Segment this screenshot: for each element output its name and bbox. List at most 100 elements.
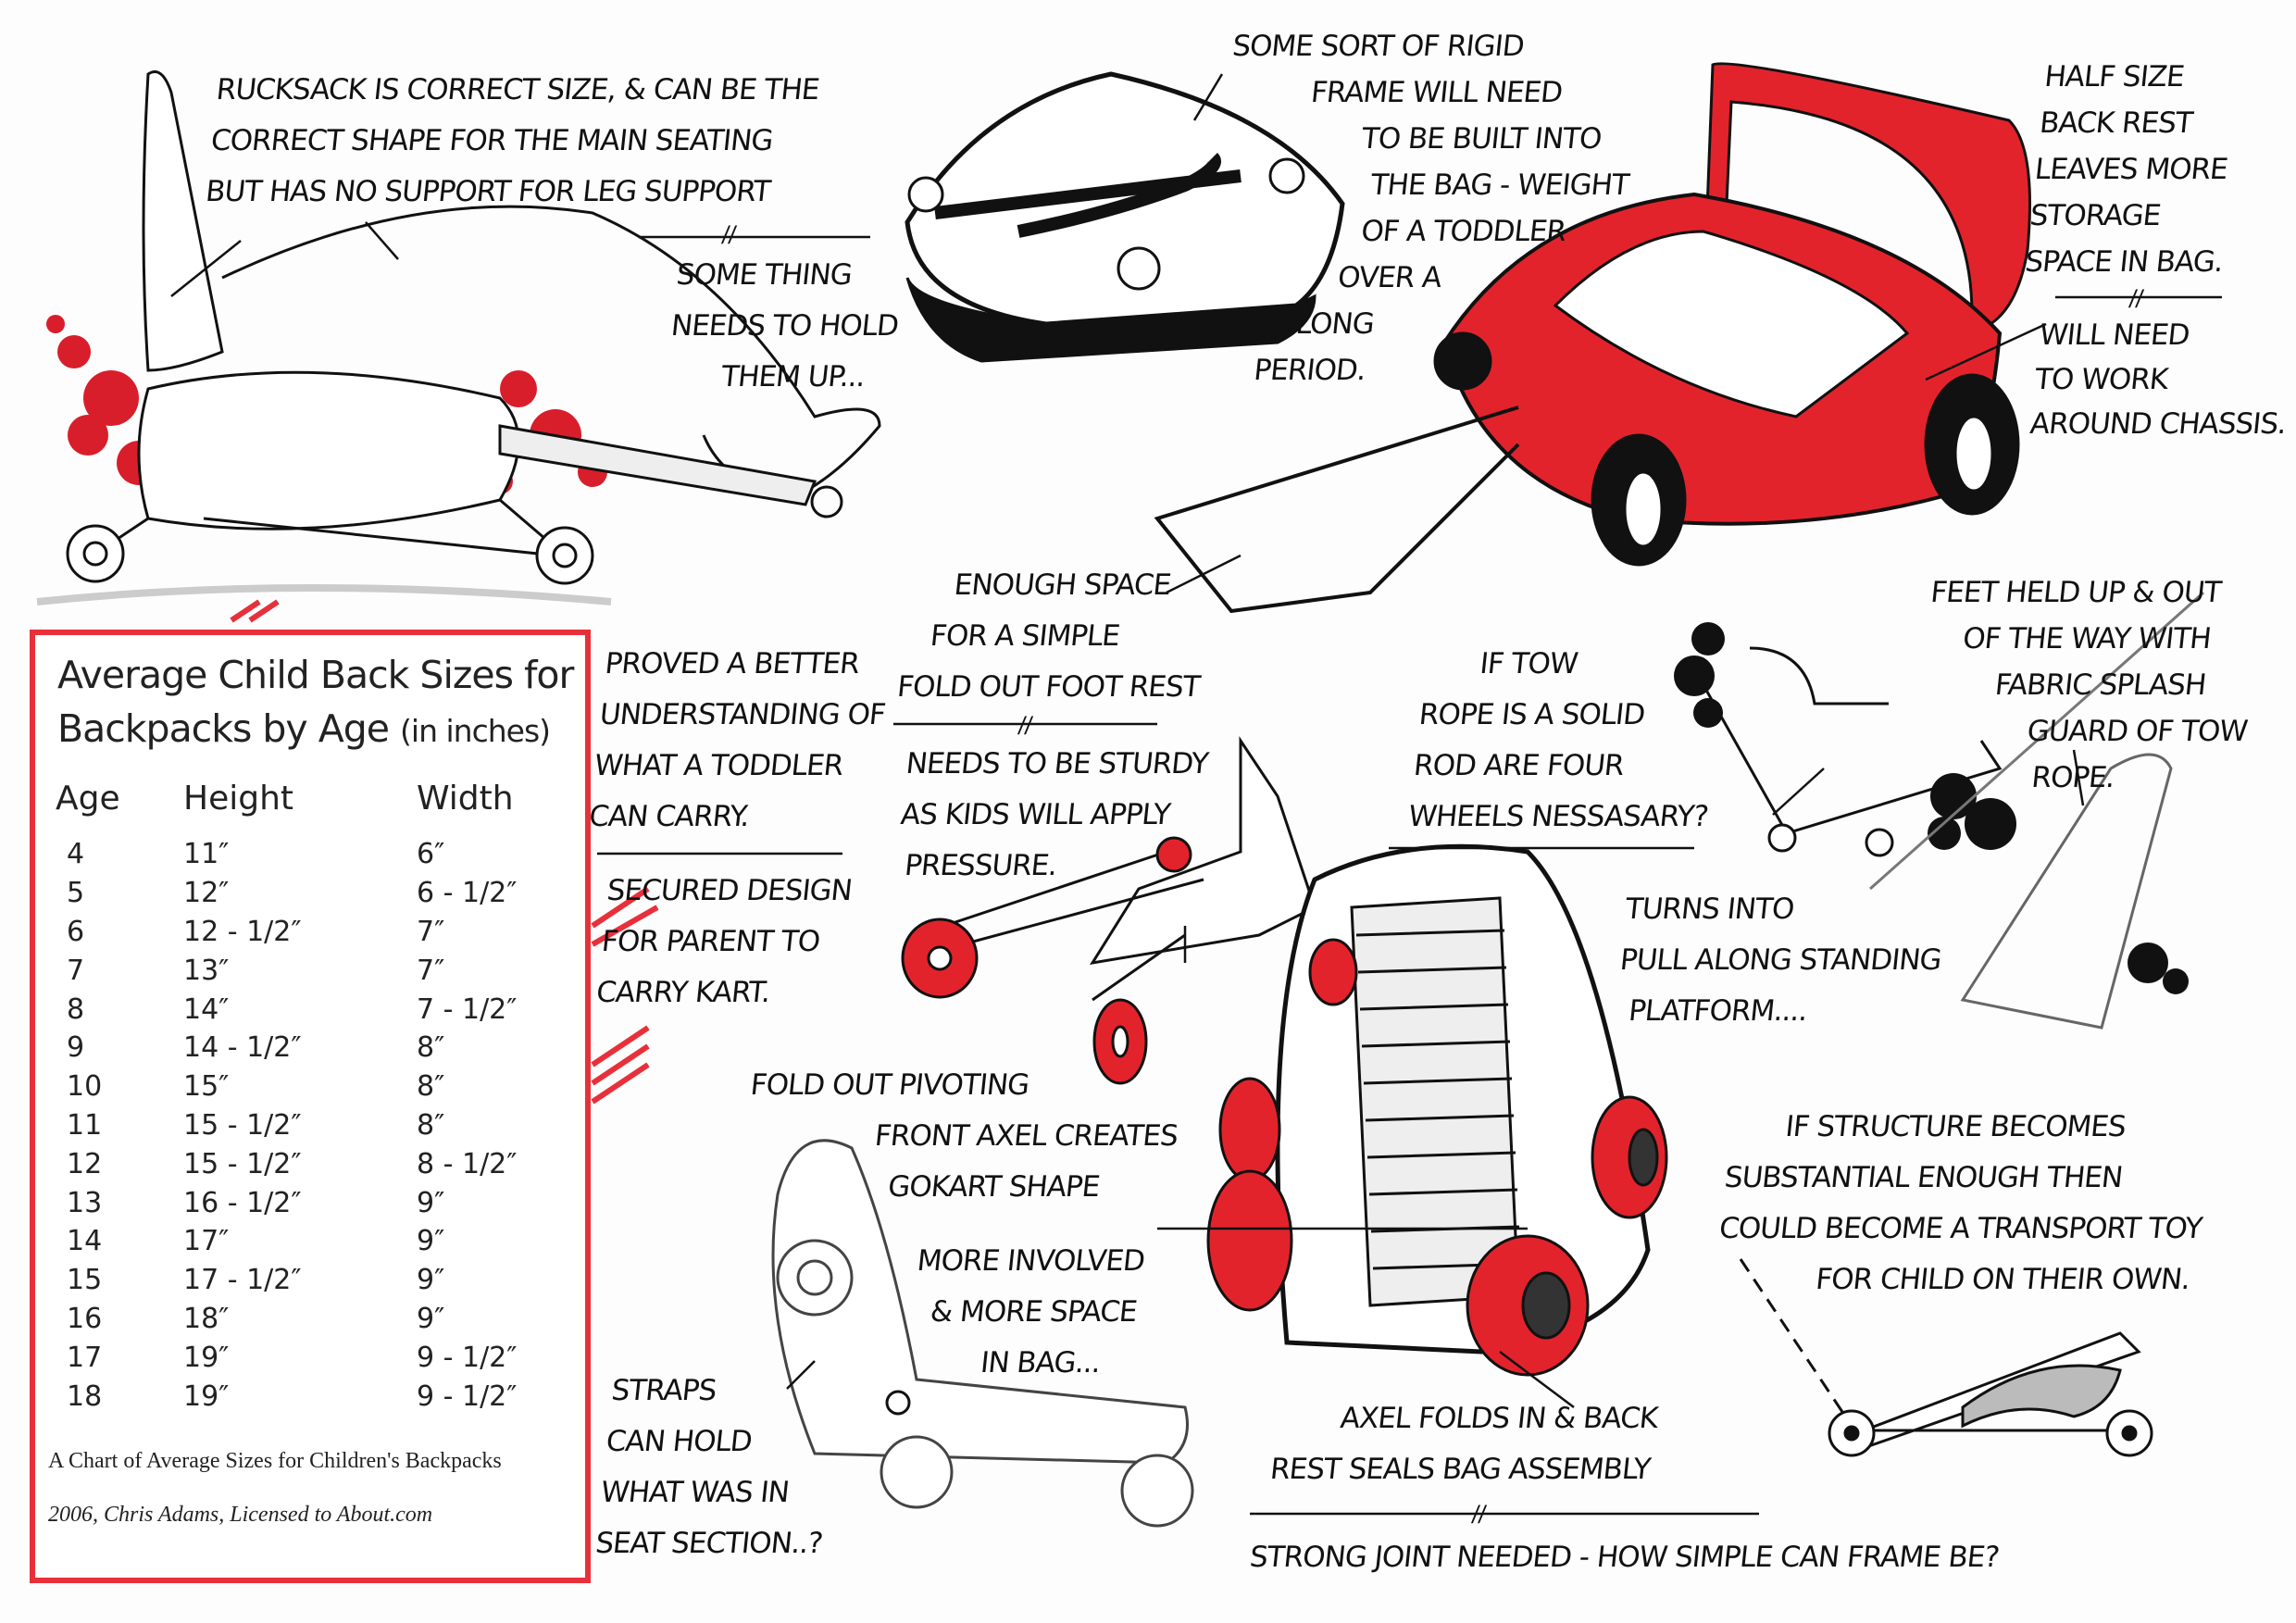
age-cell: 8: [67, 993, 85, 1026]
note-line: to work: [2033, 363, 2170, 396]
note-axel: Axel folds in & back rest seals bag asse…: [1267, 1393, 1660, 1495]
divider-mark: //: [1017, 712, 1033, 738]
width-cell: 7″: [417, 915, 445, 948]
width-cell: 8″: [417, 1070, 445, 1104]
note-line: & more space: [929, 1295, 1139, 1329]
age-cell: 12: [67, 1147, 103, 1180]
width-cell: 9″: [417, 1186, 445, 1219]
header-height: Height: [183, 779, 294, 818]
note-line: can hold: [605, 1425, 754, 1458]
age-cell: 17: [67, 1341, 103, 1374]
note-line: of a toddler: [1359, 215, 1567, 248]
rucksack-seat-sketch: [36, 70, 881, 606]
note-line: to be built into: [1359, 122, 1603, 156]
note-hold-up: Some thing needs to hold them up...: [663, 250, 905, 403]
red-marker-strokes: [230, 599, 659, 1105]
width-cell: 6″: [417, 838, 445, 871]
divider-mark: //: [720, 221, 737, 247]
note-line: guard of tow: [2025, 715, 2249, 748]
chart-title-text: Backpacks by Age: [57, 706, 390, 751]
note-line: around chassis.: [2028, 407, 2288, 441]
note-line: what was in: [599, 1476, 791, 1509]
note-rucksack: Rucksack is correct size, & can be the c…: [203, 65, 821, 218]
note-pull-along: Turns into pull along standing platform.…: [1612, 884, 1949, 1037]
note-secured: Secured design for parent to carry kart.: [593, 866, 854, 1018]
note-line: for child on their own.: [1814, 1263, 2191, 1296]
chart-title-line: Backpacks by Age (in inches): [57, 702, 573, 758]
note-line: carry kart.: [594, 976, 772, 1009]
width-cell: 8″: [417, 1108, 445, 1142]
table-row: 7 13″ 7″: [56, 951, 517, 990]
chart-caption: A Chart of Average Sizes for Children's …: [48, 1449, 502, 1473]
note-line: understanding of: [598, 698, 887, 731]
note-line: seat section..?: [593, 1527, 824, 1560]
note-line: needs to hold: [669, 309, 900, 343]
height-cell: 13″: [183, 954, 230, 987]
note-line: for parent to: [600, 925, 821, 958]
table-row: 11 15 - 1/2″ 8″: [56, 1106, 517, 1145]
note-line: them up...: [719, 360, 867, 393]
note-line: correct shape for the main seating: [209, 124, 775, 157]
height-cell: 19″: [183, 1341, 230, 1374]
note-line: the bag - weight: [1368, 169, 1630, 202]
note-line: gokart shape: [886, 1170, 1102, 1204]
age-cell: 4: [67, 838, 85, 871]
height-cell: 17″: [183, 1225, 230, 1258]
note-line: Some sort of rigid: [1230, 30, 1526, 63]
width-cell: 7″: [417, 954, 445, 987]
note-pivoting: Fold out pivoting front axel creates gok…: [737, 1060, 1185, 1213]
note-line: what a toddler: [593, 749, 845, 782]
age-cell: 7: [67, 954, 85, 987]
note-line: Rucksack is correct size, & can be the: [214, 73, 821, 106]
note-half-size: Half size back rest leaves more storage …: [2023, 54, 2244, 285]
note-line: space in bag.: [2023, 245, 2225, 279]
height-cell: 15 - 1/2″: [183, 1108, 302, 1142]
width-cell: 7 - 1/2″: [417, 993, 518, 1026]
note-line: Proved a better: [603, 647, 861, 680]
note-line: of the way with: [1961, 622, 2213, 655]
width-cell: 9 - 1/2″: [417, 1341, 518, 1374]
pull-along-platform-sketch: [1674, 591, 2204, 1030]
note-tow-rope: If tow rope is a solid rod are four whee…: [1405, 639, 1726, 843]
note-feet-held: Feet held up & out of the way with fabri…: [1909, 569, 2265, 801]
age-cell: 6: [67, 915, 85, 948]
age-cell: 13: [67, 1186, 103, 1219]
height-cell: 14″: [183, 993, 230, 1026]
note-line: leaves more: [2033, 153, 2229, 186]
width-cell: 9″: [417, 1302, 445, 1335]
note-line: period.: [1252, 354, 1367, 387]
note-line: fold out foot rest: [895, 670, 1202, 704]
note-more-space: More involved & more space in bag...: [904, 1236, 1146, 1389]
note-line: storage: [2028, 199, 2163, 232]
height-cell: 15 - 1/2″: [183, 1147, 302, 1180]
age-cell: 11: [67, 1108, 103, 1142]
note-line: long: [1293, 307, 1376, 341]
note-chassis: Will need to work around chassis.: [2028, 313, 2296, 446]
height-cell: 11″: [183, 838, 230, 871]
note-line: pull along standing: [1618, 943, 1943, 977]
backpack-size-chart: Average Child Back Sizes for Backpacks b…: [30, 630, 591, 1583]
width-cell: 6 - 1/2″: [417, 877, 518, 910]
age-cell: 16: [67, 1302, 103, 1335]
note-line: Axel folds in & back: [1339, 1402, 1660, 1435]
chart-credit: 2006, Chris Adams, Licensed to About.com: [48, 1503, 433, 1527]
gokart-sketch: [901, 736, 1316, 1085]
age-cell: 14: [67, 1225, 103, 1258]
leader-lines: [170, 73, 2222, 1516]
header-age: Age: [56, 779, 120, 818]
note-line: over a: [1336, 261, 1443, 294]
width-cell: 9 - 1/2″: [417, 1380, 518, 1413]
lower-kart-sketch: [771, 1139, 1194, 1528]
note-straps: Straps can hold what was in seat section…: [593, 1366, 841, 1569]
note-line: Secured design: [605, 874, 854, 907]
note-line: frame will need: [1309, 76, 1564, 109]
note-line: rope is a solid: [1417, 698, 1647, 731]
height-cell: 14 - 1/2″: [183, 1031, 302, 1065]
